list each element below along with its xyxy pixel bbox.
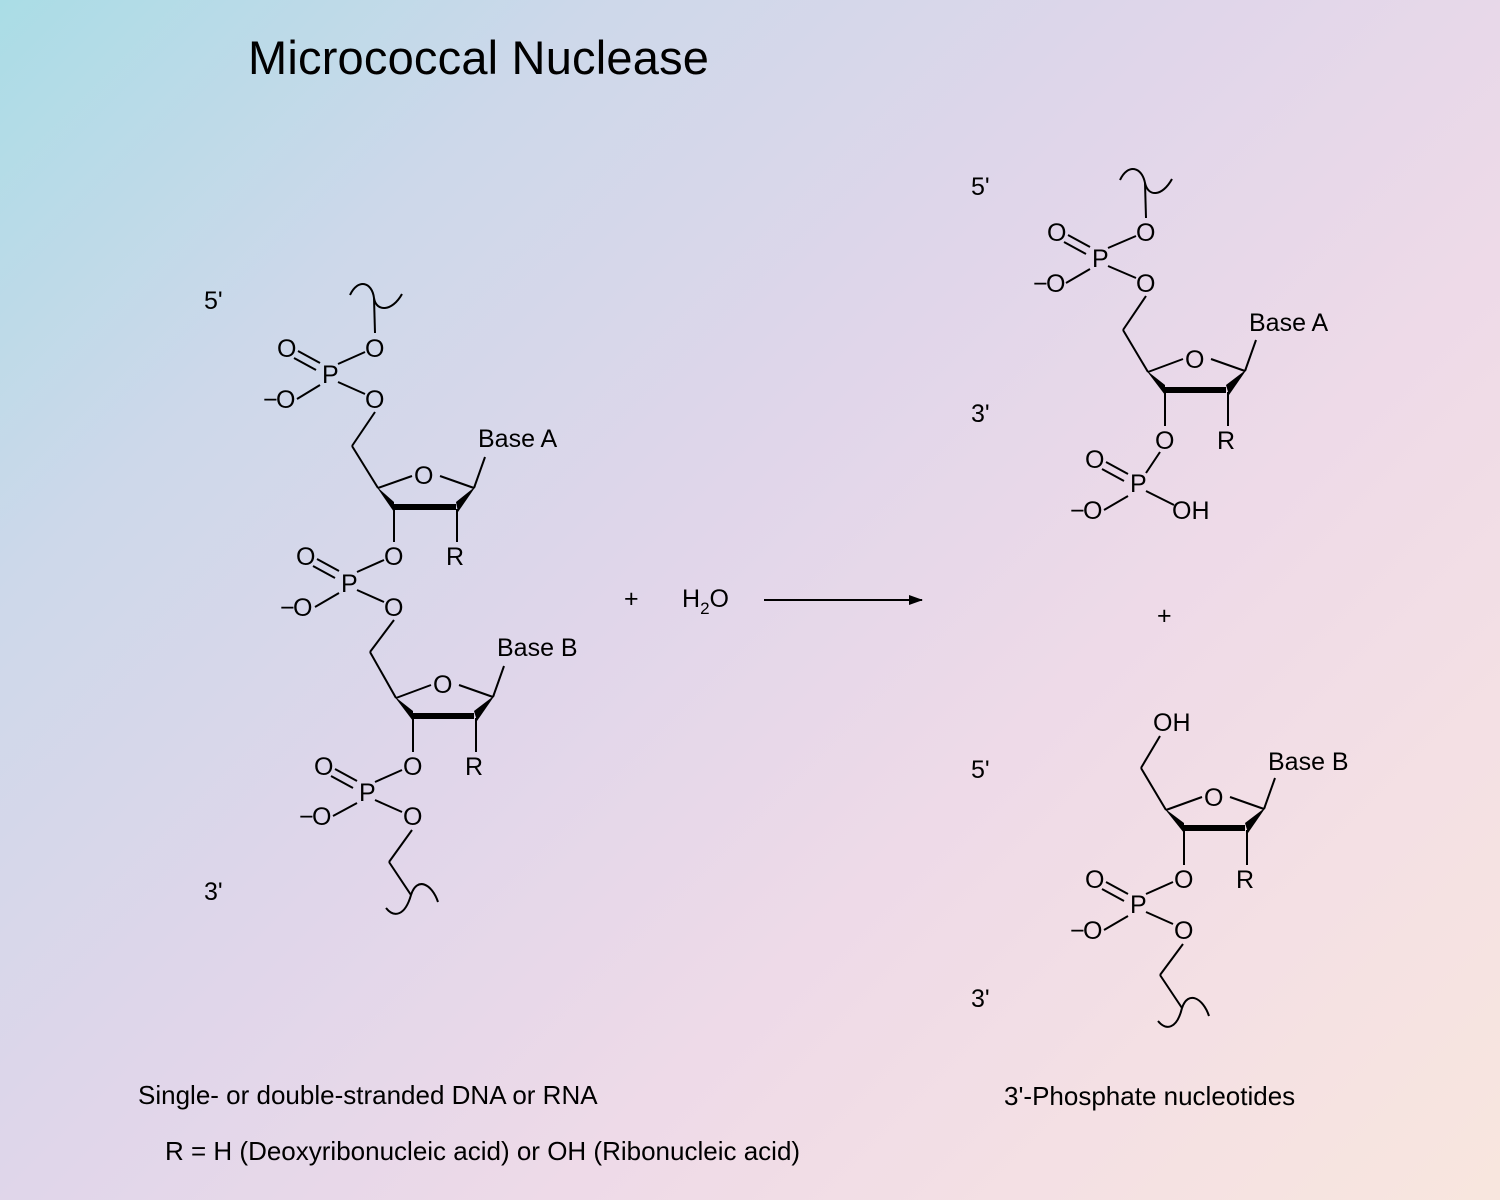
base-b-label: Base B (497, 634, 578, 662)
svg-text:O: O (365, 386, 384, 414)
svg-text:O: O (1085, 446, 1104, 474)
svg-text:O: O (433, 671, 452, 699)
page-title: Micrococcal Nuclease (248, 31, 710, 84)
svg-text:O: O (403, 753, 422, 781)
svg-text:O: O (312, 803, 331, 831)
svg-text:−: − (263, 386, 278, 414)
svg-text:P: P (1130, 470, 1147, 498)
svg-text:O: O (384, 594, 403, 622)
svg-text:−: − (299, 803, 314, 831)
water-formula: H2O (682, 585, 729, 618)
product-base-a-label: Base A (1249, 309, 1329, 337)
product-a-r-label: R (1217, 427, 1235, 455)
plus-sign: + (624, 585, 639, 613)
product-b-5-prime-label: 5' (971, 756, 990, 784)
base-a-label: Base A (478, 425, 558, 453)
product-a-5-prime-label: 5' (971, 173, 990, 201)
svg-text:O: O (296, 543, 315, 571)
svg-text:O: O (1136, 270, 1155, 298)
svg-text:O: O (1047, 219, 1066, 247)
r-group-label-1: R (446, 543, 464, 571)
svg-text:P: P (359, 779, 376, 807)
reactant-3-prime-label: 3' (204, 878, 223, 906)
svg-text:−: − (1070, 917, 1085, 945)
product-b-3-prime-label: 3' (971, 985, 990, 1013)
svg-text:−: − (280, 594, 295, 622)
svg-text:O: O (403, 803, 422, 831)
product-plus-sign: + (1157, 602, 1172, 630)
svg-text:P: P (1130, 891, 1147, 919)
chain-continuation-wave (1157, 996, 1210, 1028)
r-group-footnote: R = H (Deoxyribonucleic acid) or OH (Rib… (165, 1136, 801, 1166)
product-base-b-label: Base B (1268, 748, 1349, 776)
svg-text:O: O (276, 386, 295, 414)
svg-text:P: P (1092, 245, 1109, 273)
product-caption: 3'-Phosphate nucleotides (1004, 1081, 1296, 1111)
svg-text:O: O (1083, 497, 1102, 525)
svg-text:O: O (1185, 346, 1204, 374)
svg-text:O: O (414, 462, 433, 490)
svg-text:O: O (1155, 427, 1174, 455)
svg-text:O: O (293, 594, 312, 622)
reagent-water: + H2O (624, 585, 729, 618)
reactant-5-prime-label: 5' (204, 287, 223, 315)
chain-continuation-wave (349, 283, 403, 309)
svg-text:O: O (1174, 866, 1193, 894)
svg-text:O: O (1136, 219, 1155, 247)
product-a-3-prime-label: 3' (971, 400, 990, 428)
r-group-label-2: R (465, 753, 483, 781)
phosphodiester-bridge: O P − O O (280, 543, 403, 653)
deoxyribose-ring-1: O Base A R O (351, 411, 558, 571)
reactant-structure: 5' 3' O O P − O O O Base A (204, 283, 578, 915)
product-nucleotide-b: 5' 3' OH O Base B R O O P − O O (971, 709, 1349, 1028)
product-a-oh-label: OH (1172, 497, 1210, 525)
svg-text:P: P (322, 361, 339, 389)
svg-text:O: O (1204, 784, 1223, 812)
svg-text:O: O (314, 753, 333, 781)
svg-text:O: O (365, 335, 384, 363)
deoxyribose-ring-2: O Base B R O (369, 634, 578, 781)
product-nucleotide-a: 5' 3' O O P − O O O Base A R O O P − O O… (971, 168, 1329, 525)
reactant-caption: Single- or double-stranded DNA or RNA (138, 1080, 598, 1110)
chain-continuation-wave (385, 883, 439, 915)
product-b-oh-label: OH (1153, 709, 1191, 737)
svg-text:P: P (341, 570, 358, 598)
svg-text:−: − (1033, 270, 1048, 298)
phosphate-group-3: O P − O O (299, 753, 439, 915)
svg-text:O: O (1083, 917, 1102, 945)
svg-text:O: O (277, 335, 296, 363)
svg-text:−: − (1070, 497, 1085, 525)
svg-text:O: O (384, 543, 403, 571)
product-b-r-label: R (1236, 866, 1254, 894)
svg-text:O: O (1174, 917, 1193, 945)
svg-text:O: O (1046, 270, 1065, 298)
phosphate-group-1: O O P − O O (263, 297, 384, 414)
svg-text:O: O (1085, 866, 1104, 894)
